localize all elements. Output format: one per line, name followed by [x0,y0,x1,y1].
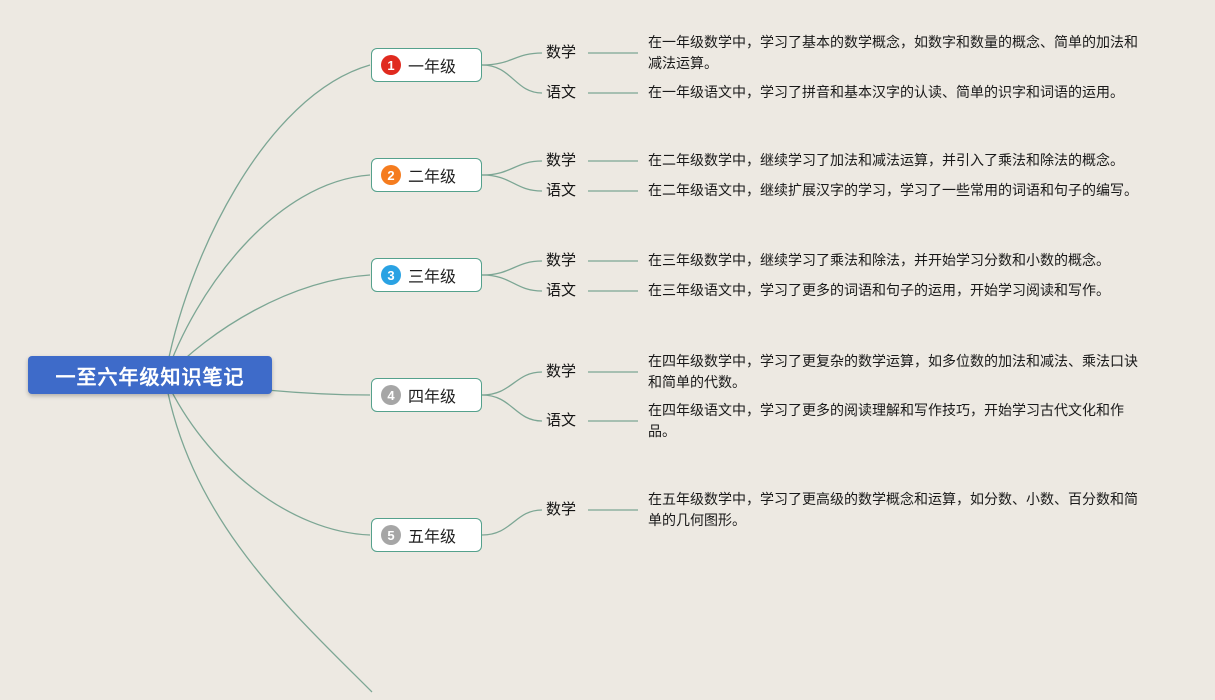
subject-node-g2-chinese[interactable]: 语文 [546,182,577,199]
grade-label: 三年级 [408,269,457,286]
branch-grade-5 [164,377,371,536]
subject-node-g4-math[interactable]: 数学 [546,363,577,380]
subject-node-g1-math[interactable]: 数学 [546,44,577,61]
subject-node-g4-chinese[interactable]: 语文 [546,412,577,429]
root-label: 一至六年级知识笔记 [55,366,245,389]
link-g2-math [481,160,543,176]
grade-node-1[interactable]: 1 一年级 [371,48,482,82]
link-g1-math [481,52,543,66]
grade-label: 二年级 [408,169,457,186]
grade-label: 一年级 [408,59,457,76]
link-g3-math [481,260,543,276]
grade-node-5[interactable]: 5 五年级 [371,518,482,552]
subject-node-g2-math[interactable]: 数学 [546,152,577,169]
desc-node-g3-chinese[interactable]: 在三年级语文中，学习了更多的词语和句子的运用，开始学习阅读和写作。 [648,282,1110,298]
branch-grade-2 [164,174,371,379]
grade-node-3[interactable]: 3 三年级 [371,258,482,292]
root-node[interactable]: 一至六年级知识笔记 [28,356,272,394]
grade-badge-icon: 5 [381,525,401,545]
grade-badge-icon: 2 [381,165,401,185]
link-g4-chinese [481,394,543,422]
link-g1-chinese [481,64,543,94]
desc-node-g5-math[interactable]: 在五年级数学中，学习了更高级的数学概念和运算，如分数、小数、百分数和简单的几何图… [648,491,1138,528]
subject-node-g3-math[interactable]: 数学 [546,252,577,269]
grade-badge-icon: 3 [381,265,401,285]
link-g4-math [481,371,543,396]
desc-node-g1-chinese[interactable]: 在一年级语文中，学习了拼音和基本汉字的认读、简单的识字和词语的运用。 [648,84,1124,100]
desc-node-g3-math[interactable]: 在三年级数学中，继续学习了乘法和除法，并开始学习分数和小数的概念。 [648,252,1110,268]
subject-node-g3-chinese[interactable]: 语文 [546,282,577,299]
link-g5-math [481,509,543,536]
branch-grade-6-offscreen [164,377,373,693]
branch-grade-1 [164,64,371,379]
desc-node-g2-math[interactable]: 在二年级数学中，继续学习了加法和减法运算，并引入了乘法和除法的概念。 [648,152,1124,168]
desc-node-g4-chinese[interactable]: 在四年级语文中，学习了更多的阅读理解和写作技巧，开始学习古代文化和作品。 [648,402,1124,439]
grade-label: 四年级 [408,389,457,406]
subject-node-g1-chinese[interactable]: 语文 [546,84,577,101]
link-g2-chinese [481,174,543,192]
grade-node-2[interactable]: 2 二年级 [371,158,482,192]
desc-node-g2-chinese[interactable]: 在二年级语文中，继续扩展汉字的学习，学习了一些常用的词语和句子的编写。 [648,182,1138,198]
grade-label: 五年级 [408,529,457,546]
grade-node-4[interactable]: 4 四年级 [371,378,482,412]
desc-node-g1-math[interactable]: 在一年级数学中，学习了基本的数学概念，如数字和数量的概念、简单的加法和减法运算。 [648,34,1138,71]
grade-badge-icon: 1 [381,55,401,75]
desc-node-g4-math[interactable]: 在四年级数学中，学习了更复杂的数学运算，如多位数的加法和减法、乘法口诀和简单的代… [648,353,1138,390]
link-g3-chinese [481,274,543,292]
grade-badge-icon: 4 [381,385,401,405]
subject-node-g5-math[interactable]: 数学 [546,501,577,518]
